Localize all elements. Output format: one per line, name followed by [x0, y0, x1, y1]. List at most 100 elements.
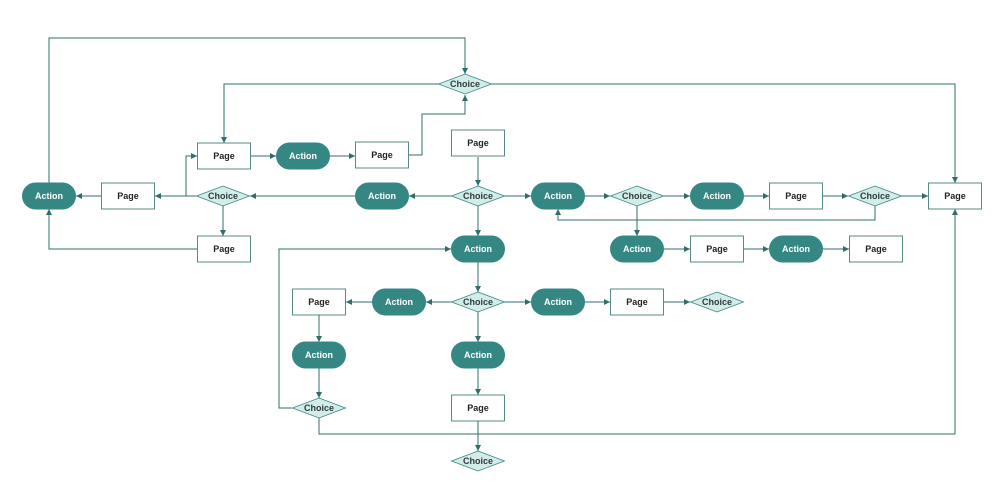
page-node-page-top-mid: Page [355, 141, 409, 169]
page-shape [197, 235, 251, 263]
page-node-page-left-bottom: Page [197, 235, 251, 263]
choice-label: Choice [450, 79, 480, 89]
action-shape [769, 235, 823, 263]
action-label: Action [544, 191, 572, 201]
page-shape [451, 129, 505, 157]
page-node-page-right1: Page [769, 182, 823, 210]
page-node-page-row4a: Page [690, 235, 744, 263]
action-node-action-row5-left: Action [372, 288, 426, 316]
page-node-page-row5-left: Page [292, 288, 346, 316]
page-node-page-top-left: Page [197, 142, 251, 170]
page-node-page-far-right: Page [928, 182, 982, 210]
choice-label: Choice [622, 191, 652, 201]
action-label: Action [544, 297, 572, 307]
page-label: Page [213, 244, 235, 254]
action-label: Action [464, 244, 492, 254]
choice-label: Choice [860, 191, 890, 201]
page-label: Page [785, 191, 807, 201]
action-node-action-far-left: Action [22, 182, 76, 210]
page-shape [101, 182, 155, 210]
page-shape [769, 182, 823, 210]
page-shape [355, 141, 409, 169]
choice-shape [847, 185, 903, 207]
action-label: Action [464, 350, 492, 360]
action-node-action-row4a: Action [610, 235, 664, 263]
page-shape [690, 235, 744, 263]
choice-label: Choice [304, 403, 334, 413]
page-shape [610, 288, 664, 316]
choice-node-choice-top: Choice [437, 73, 493, 95]
action-label: Action [703, 191, 731, 201]
page-shape [928, 182, 982, 210]
choice-node-choice-row5-far: Choice [689, 291, 745, 313]
edge-choice-row7-left-to-page-far-right [318, 209, 958, 435]
page-label: Page [371, 150, 393, 160]
choice-node-choice-center: Choice [450, 185, 506, 207]
page-shape [849, 235, 903, 263]
action-node-action-row6-left: Action [292, 341, 346, 369]
action-shape [451, 235, 505, 263]
action-label: Action [289, 151, 317, 161]
edge-choice-left-to-page-top-left [185, 153, 197, 197]
action-label: Action [305, 350, 333, 360]
action-shape [451, 341, 505, 369]
page-node-page-row5-right: Page [610, 288, 664, 316]
action-shape [372, 288, 426, 316]
page-shape [451, 394, 505, 422]
action-shape [276, 142, 330, 170]
choice-label: Choice [463, 191, 493, 201]
page-label: Page [117, 191, 139, 201]
page-node-page-center-top: Page [451, 129, 505, 157]
choice-label: Choice [463, 456, 493, 466]
action-shape [292, 341, 346, 369]
page-node-page-left: Page [101, 182, 155, 210]
page-label: Page [213, 151, 235, 161]
action-shape [610, 235, 664, 263]
edge-action-far-left-to-choice-top [48, 37, 468, 183]
choice-shape [291, 397, 347, 419]
page-label: Page [944, 191, 966, 201]
page-label: Page [308, 297, 330, 307]
action-shape [531, 182, 585, 210]
page-label: Page [865, 244, 887, 254]
edge-choice-top-to-page-top-left [221, 83, 439, 143]
choice-node-choice-row5: Choice [450, 291, 506, 313]
choice-shape [450, 185, 506, 207]
action-node-action-row5-right: Action [531, 288, 585, 316]
choice-shape [450, 291, 506, 313]
connector-layer [46, 37, 958, 451]
page-label: Page [706, 244, 728, 254]
action-node-action-row4b: Action [769, 235, 823, 263]
choice-shape [450, 450, 506, 472]
choice-shape [689, 291, 745, 313]
action-node-action-left-mid: Action [355, 182, 409, 210]
edge-choice-row7-left-to-action-center2 [278, 246, 451, 409]
page-node-page-row7-center: Page [451, 394, 505, 422]
edge-choice-right2-to-action-right1 [555, 206, 876, 221]
page-label: Page [467, 403, 489, 413]
action-shape [22, 182, 76, 210]
action-node-action-right1: Action [531, 182, 585, 210]
choice-node-choice-left: Choice [195, 185, 251, 207]
action-shape [531, 288, 585, 316]
action-label: Action [35, 191, 63, 201]
page-shape [292, 288, 346, 316]
page-label: Page [467, 138, 489, 148]
choice-shape [609, 185, 665, 207]
choice-shape [437, 73, 493, 95]
edge-page-left-bottom-to-action-far-left [46, 209, 197, 250]
choice-node-choice-right1: Choice [609, 185, 665, 207]
edge-choice-top-to-page-far-right [491, 83, 958, 183]
action-node-action-right2: Action [690, 182, 744, 210]
choice-shape [195, 185, 251, 207]
choice-label: Choice [702, 297, 732, 307]
choice-label: Choice [208, 191, 238, 201]
action-label: Action [623, 244, 651, 254]
action-label: Action [782, 244, 810, 254]
action-node-action-top: Action [276, 142, 330, 170]
action-shape [355, 182, 409, 210]
page-shape [197, 142, 251, 170]
action-shape [690, 182, 744, 210]
